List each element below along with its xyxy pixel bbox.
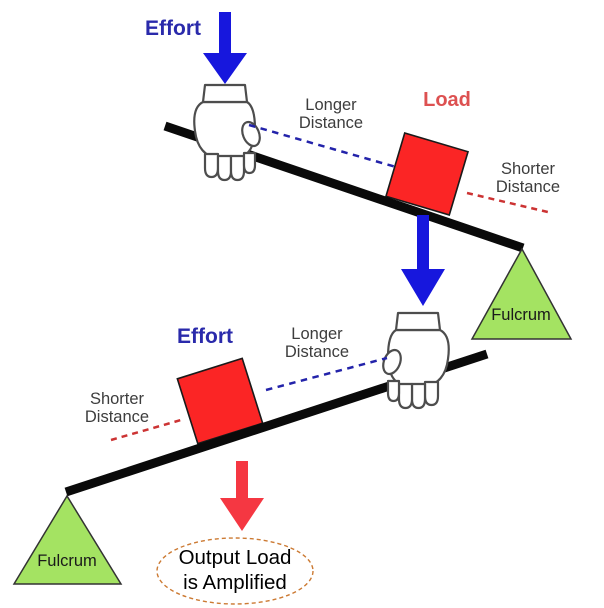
fulcrum-label-bottom: Fulcrum <box>37 552 97 570</box>
fulcrum-label-top: Fulcrum <box>491 306 551 324</box>
effort-label-bottom: Effort <box>177 325 233 348</box>
effort-box-bottom <box>176 357 264 445</box>
fulcrum-triangle-top <box>470 247 573 340</box>
longer-distance-label-top-line2: Distance <box>299 114 363 132</box>
hand-icon-top <box>193 83 265 182</box>
load-label-top: Load <box>423 89 471 111</box>
hand-icon-bottom <box>378 311 450 410</box>
fulcrum-triangle-bottom <box>12 494 123 585</box>
shorter-distance-dash-top <box>466 191 553 215</box>
longer-distance-label-bottom-line2: Distance <box>285 343 349 361</box>
output-label-line1: Output Load <box>179 546 292 569</box>
effort-label-top: Effort <box>145 17 201 40</box>
output-ellipse <box>156 537 314 605</box>
longer-distance-dash-top <box>248 123 397 169</box>
shorter-distance-label-bottom-line1: Shorter <box>90 390 145 408</box>
effort-arrow-top <box>203 12 247 84</box>
load-box-top <box>384 131 470 217</box>
longer-distance-dash-bottom <box>265 356 388 392</box>
output-arrow <box>220 461 264 531</box>
shorter-distance-label-top-line1: Shorter <box>501 160 556 178</box>
shorter-distance-dash-bottom <box>110 418 182 442</box>
longer-distance-label-top-line1: Longer <box>305 96 357 114</box>
shorter-distance-label-bottom-line2: Distance <box>85 408 149 426</box>
output-label-line2: is Amplified <box>183 571 287 594</box>
load-transfer-arrow <box>401 215 445 306</box>
longer-distance-label-bottom-line1: Longer <box>291 325 343 343</box>
shorter-distance-label-top-line2: Distance <box>496 178 560 196</box>
